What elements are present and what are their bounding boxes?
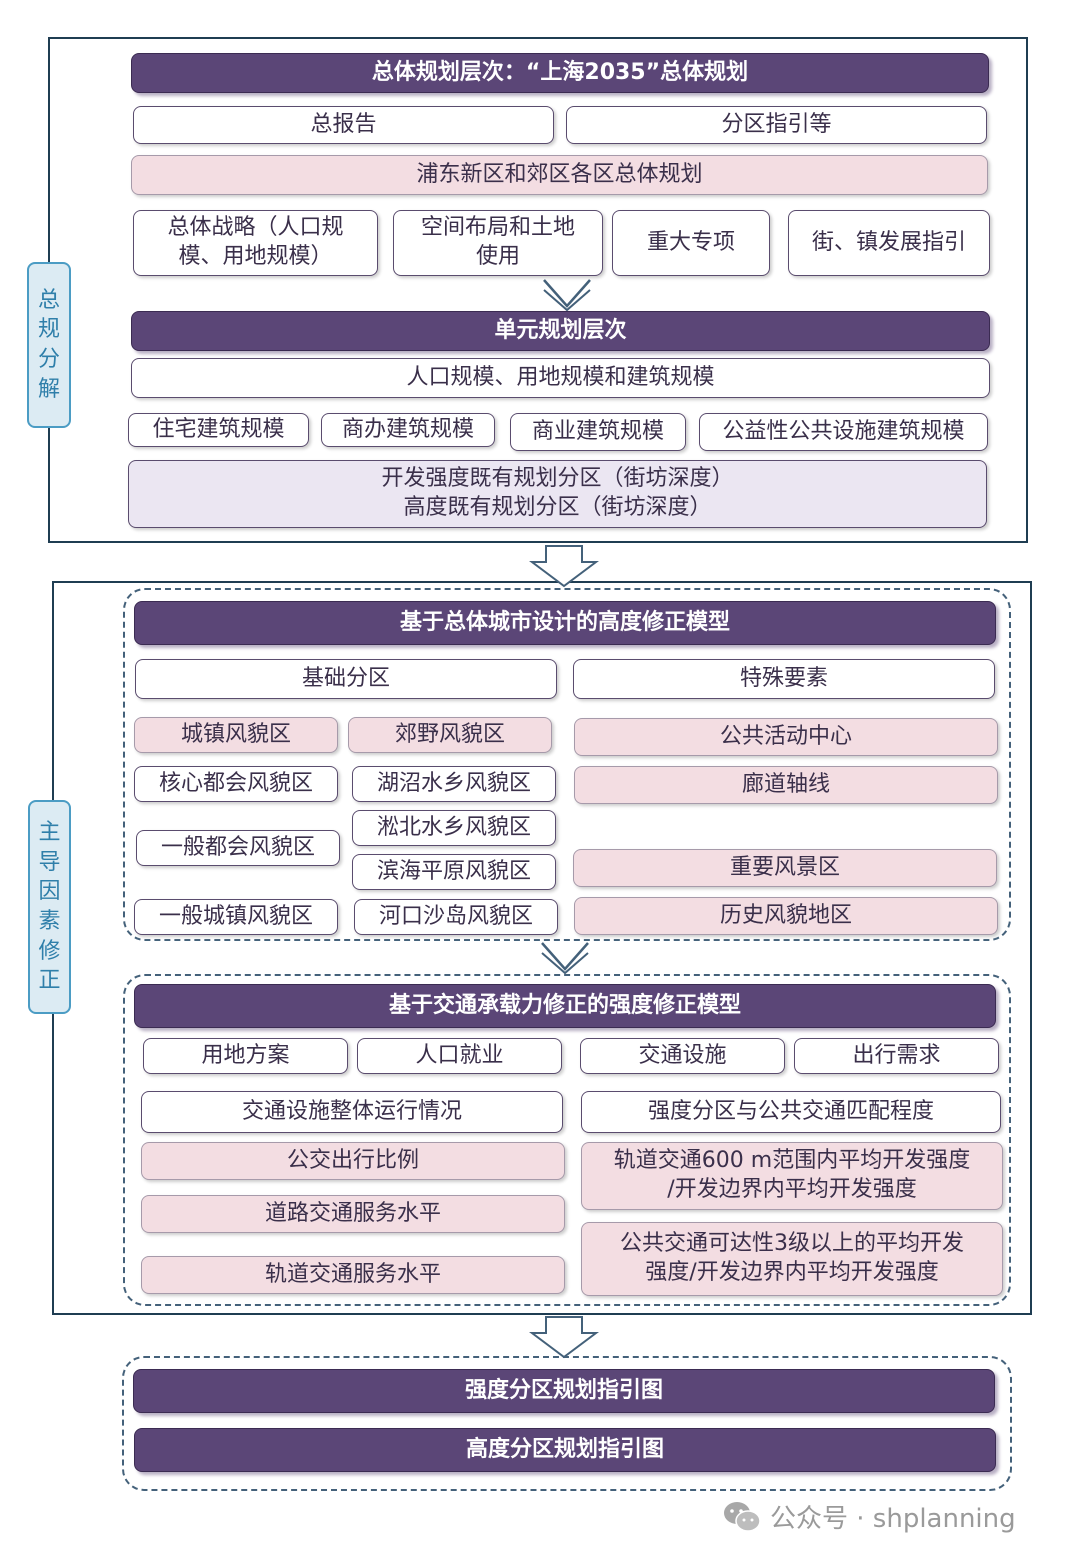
transport-operation-title: 交通设施整体运行情况 — [141, 1091, 563, 1133]
wechat-icon — [724, 1501, 761, 1532]
special-elements-title: 特殊要素 — [573, 659, 995, 699]
scenic-area-element: 重要风景区 — [573, 849, 997, 887]
height-guide-map: 高度分区规划指引图 — [134, 1428, 996, 1472]
major-projects-box: 重大专项 — [612, 210, 770, 276]
public-facility-scale-box: 公益性公共设施建筑规模 — [699, 413, 988, 451]
road-service-item: 道路交通服务水平 — [141, 1195, 565, 1233]
coastal-plain-zone: 滨海平原风貌区 — [352, 854, 556, 890]
general-town-zone: 一般城镇风貌区 — [134, 899, 338, 935]
transit-share-item: 公交出行比例 — [141, 1142, 565, 1180]
corridor-axis-element: 廊道轴线 — [574, 766, 998, 804]
urban-style-zone: 城镇风貌区 — [134, 717, 338, 753]
side-label-decompose: 总 规 分 解 — [27, 262, 71, 428]
office-scale-box: 商办建筑规模 — [321, 413, 495, 447]
residential-scale-box: 住宅建筑规模 — [128, 413, 309, 447]
general-metro-zone: 一般都会风貌区 — [136, 830, 340, 866]
songbei-water-zone: 淞北水乡风貌区 — [352, 810, 556, 846]
core-metro-zone: 核心都会风貌区 — [134, 766, 338, 802]
population-employment-input: 人口就业 — [357, 1038, 562, 1074]
public-center-element: 公共活动中心 — [574, 718, 998, 756]
master-plan-header: 总体规划层次：“上海2035”总体规划 — [131, 53, 989, 93]
unit-plan-header: 单元规划层次 — [131, 311, 990, 351]
report-box: 总报告 — [133, 106, 554, 144]
commercial-scale-box: 商业建筑规模 — [510, 413, 686, 451]
town-guide-box: 街、镇发展指引 — [788, 210, 990, 276]
land-plan-input: 用地方案 — [143, 1038, 348, 1074]
height-model-header: 基于总体城市设计的高度修正模型 — [134, 601, 996, 645]
rail-service-item: 轨道交通服务水平 — [141, 1256, 565, 1294]
scale-box: 人口规模、用地规模和建筑规模 — [131, 358, 990, 398]
spatial-layout-box: 空间布局和土地 使用 — [393, 210, 603, 276]
estuary-island-zone: 河口沙岛风貌区 — [354, 899, 558, 935]
base-zoning-title: 基础分区 — [135, 659, 557, 699]
district-plans-box: 浦东新区和郊区各区总体规划 — [131, 155, 988, 195]
transit-accessibility-intensity-item: 公共交通可达性3级以上的平均开发 强度/开发边界内平均开发强度 — [581, 1222, 1003, 1296]
existing-zoning-box: 开发强度既有规划分区（街坊深度） 高度既有规划分区（街坊深度） — [128, 460, 987, 528]
side-label-correction: 主 导 因 素 修 正 — [28, 800, 71, 1014]
height-model-group — [123, 588, 1011, 941]
rail-600m-intensity-item: 轨道交通600 m范围内平均开发强度 /开发边界内平均开发强度 — [581, 1142, 1003, 1210]
watermark-text: 公众号 · shplanning — [770, 1504, 1016, 1534]
lake-water-zone: 湖沼水乡风貌区 — [352, 766, 556, 802]
intensity-model-header: 基于交通承载力修正的强度修正模型 — [134, 984, 996, 1028]
rural-style-zone: 郊野风貌区 — [348, 717, 552, 753]
arrow-down-icon — [541, 942, 589, 975]
zoning-transit-match-title: 强度分区与公共交通匹配程度 — [581, 1091, 1001, 1133]
intensity-guide-map: 强度分区规划指引图 — [133, 1369, 995, 1413]
transport-facility-input: 交通设施 — [580, 1038, 785, 1074]
historic-area-element: 历史风貌地区 — [574, 897, 998, 935]
intensity-model-group — [123, 974, 1011, 1306]
strategy-box: 总体战略（人口规 模、用地规模） — [133, 210, 378, 276]
travel-demand-input: 出行需求 — [794, 1038, 999, 1074]
arrow-down-icon — [543, 279, 591, 312]
watermark: 公众号 · shplanning — [722, 1498, 1016, 1535]
district-guide-box: 分区指引等 — [566, 106, 987, 144]
arrow-down-icon — [529, 545, 599, 588]
arrow-down-icon — [529, 1316, 599, 1359]
outputs-group — [122, 1356, 1012, 1491]
